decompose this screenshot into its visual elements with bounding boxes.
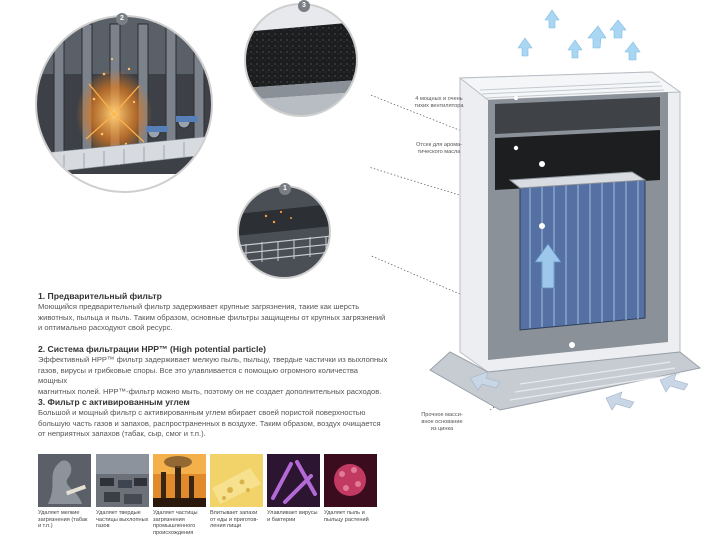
badge-2: 2: [116, 13, 128, 25]
carbon-illustration: [244, 3, 358, 117]
thumb-virus: [267, 454, 320, 507]
zoom-circle-carbon: [243, 2, 359, 118]
label-aroma: Отсек для арома-тического масла: [415, 142, 463, 155]
zoom-circle-hpp: [34, 14, 214, 194]
thumb-smoke-image: [38, 454, 91, 507]
thumb-smoke: [38, 454, 91, 507]
badge-3: 3: [298, 0, 310, 12]
thumb-traffic: [96, 454, 149, 507]
thumb-traffic-image: [96, 454, 149, 507]
section-2-title: 2. Система фильтрации HPP™ (High potenti…: [38, 344, 266, 354]
thumb-industry-image: [153, 454, 206, 507]
thumb-cheese: [210, 454, 263, 507]
thumb-industry: [153, 454, 206, 507]
hpp-illustration: [35, 15, 213, 193]
thumb-pollen: [324, 454, 377, 507]
section-3-body: Большой и мощный фильтр с активированным…: [38, 408, 381, 439]
badge-1: 1: [279, 183, 291, 195]
thumb-pollen-image: [324, 454, 377, 507]
zoom-circle-prefilter: [236, 184, 332, 280]
air-purifier-illustration: [370, 0, 718, 438]
prefilter-illustration: [237, 185, 331, 279]
section-1-body: Моющийся предварительный фильтр задержив…: [38, 302, 386, 333]
section-2-body: Эффективный HPP™ фильтр задерживает мелк…: [38, 355, 388, 396]
section-3-title: 3. Фильтр с активированным углем: [38, 397, 190, 407]
thumb-virus-image: [267, 454, 320, 507]
section-1-title: 1. Предварительный фильтр: [38, 291, 162, 301]
thumb-cheese-image: [210, 454, 263, 507]
